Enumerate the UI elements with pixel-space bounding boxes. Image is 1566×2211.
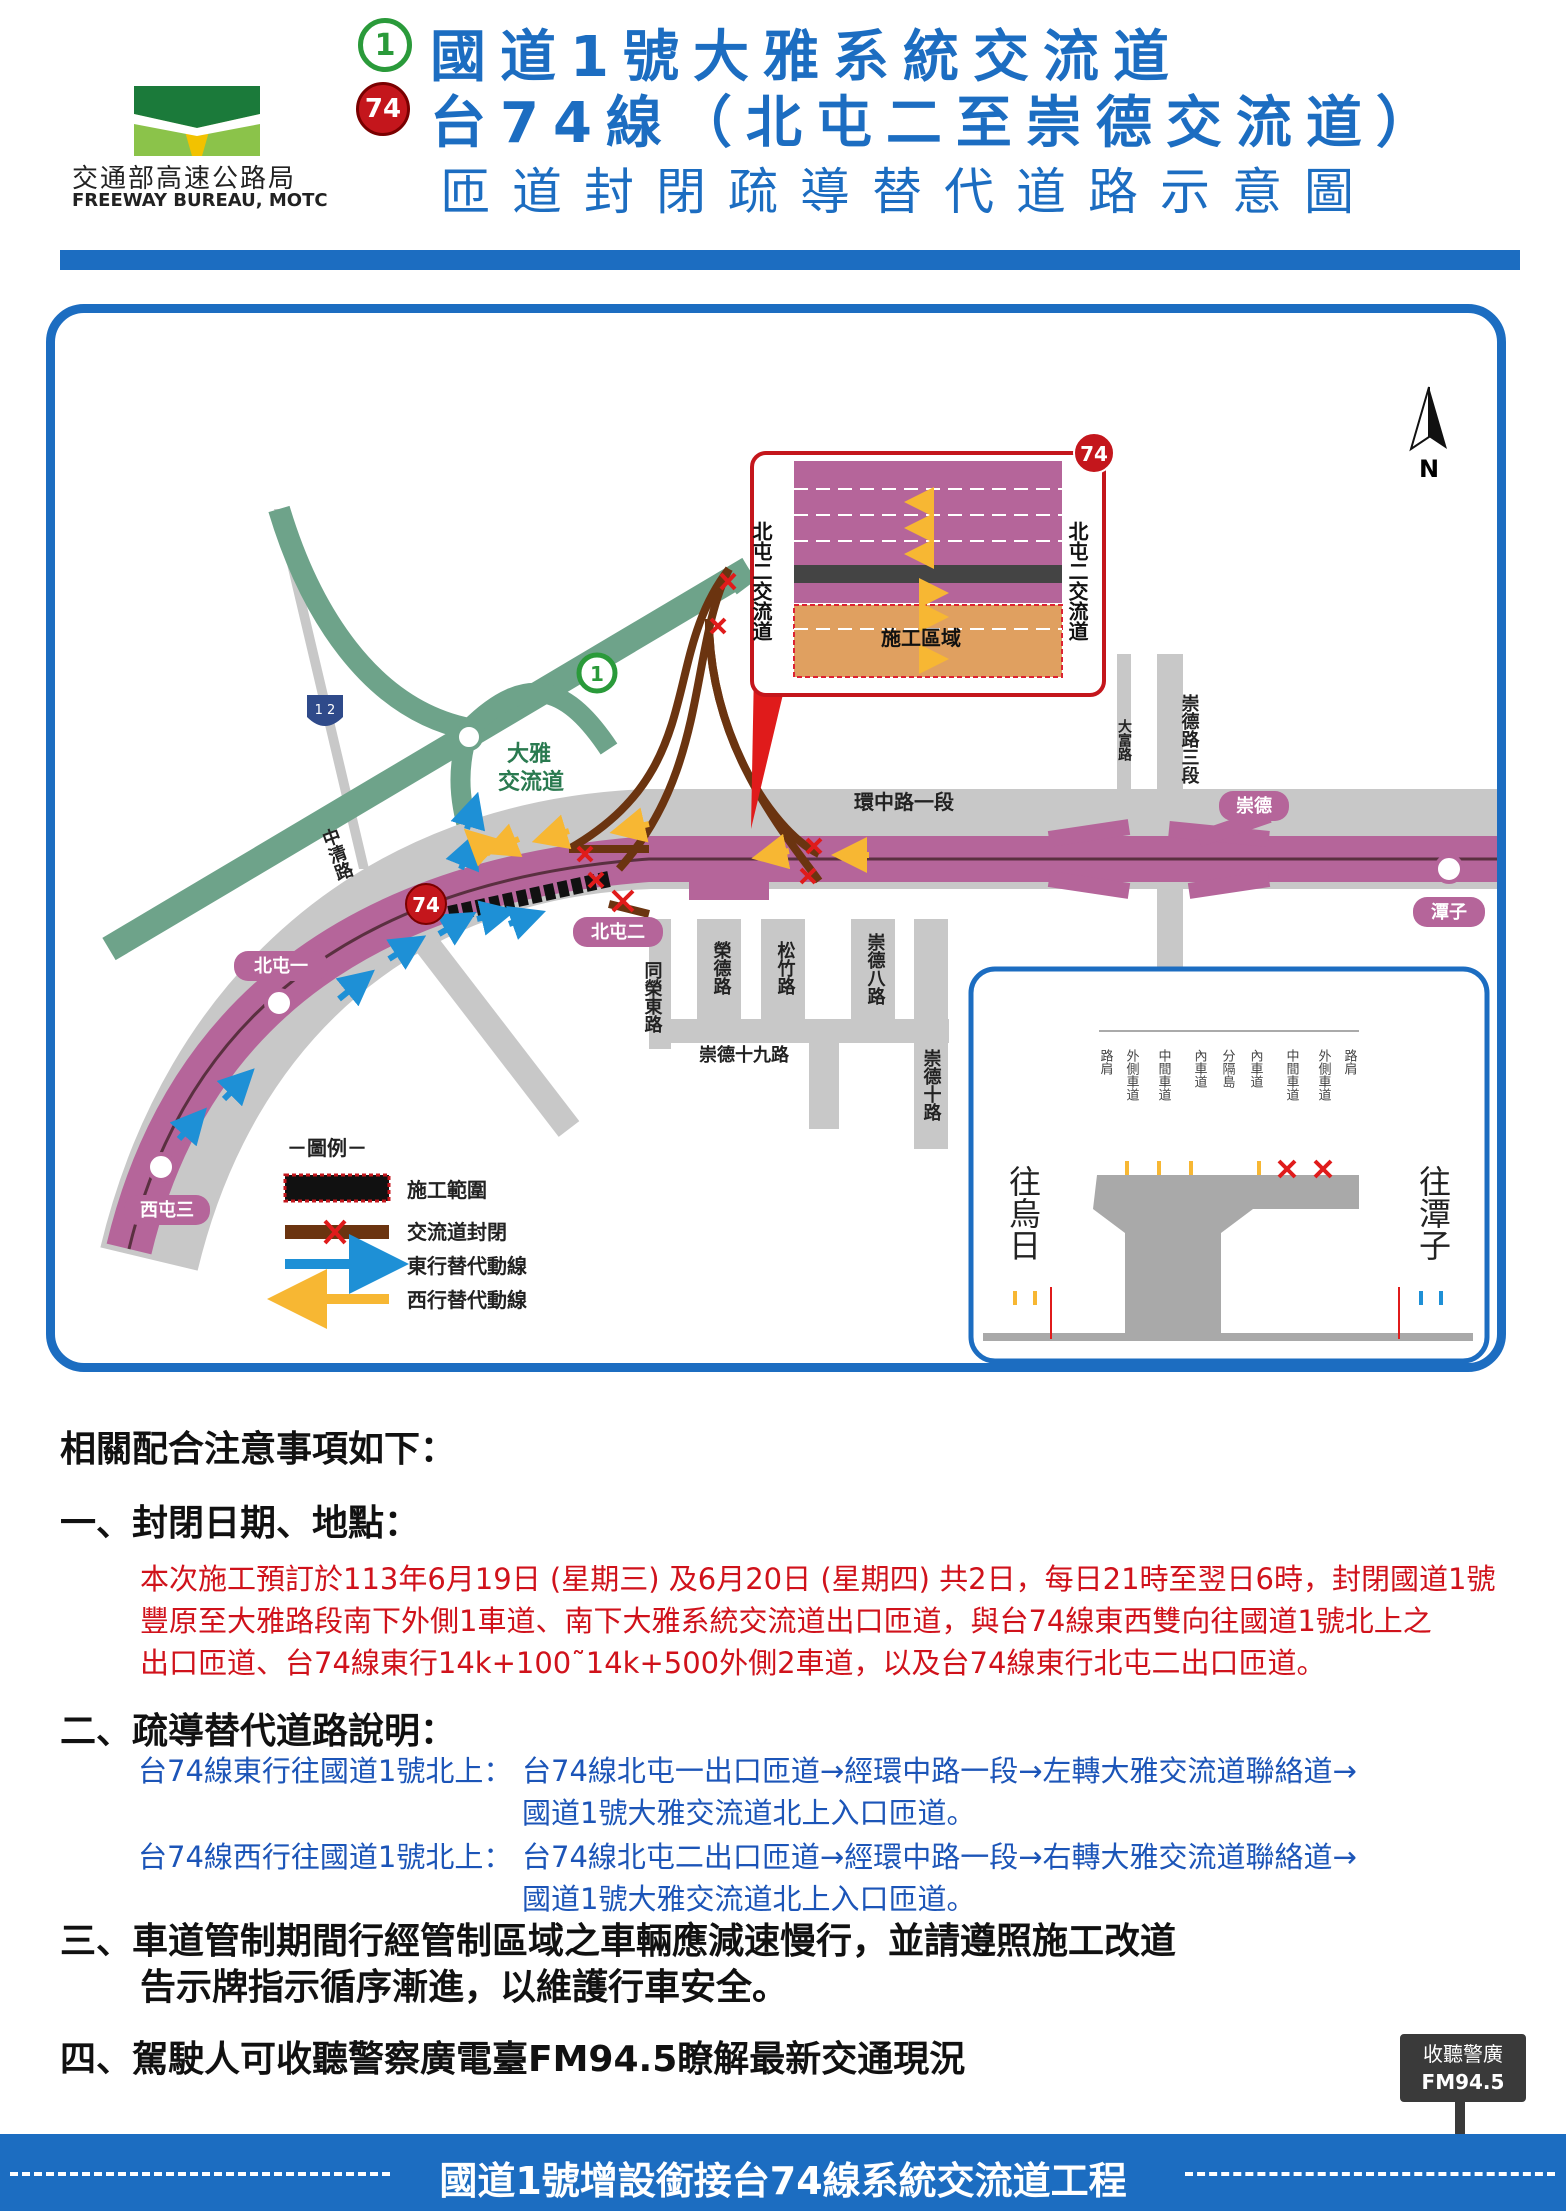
north-label: N (1419, 455, 1439, 483)
radio-sign-line-2: FM94.5 (1421, 2070, 1505, 2094)
road-map: 74 施工區域 北屯二交流道 北屯二交流道 N 1 1 2 74 大雅 交流道 … (100, 386, 1497, 1363)
section-2-title: 二、疏導替代道路說明： (60, 1711, 457, 1752)
chongde8-road-label: 崇德八路 (865, 932, 886, 1006)
route-east-label: 台74線東行往國道1號北上： (138, 1754, 513, 1788)
radio-sign-line-1: 收聽警廣 (1423, 2042, 1503, 2066)
section-4: 四、駕駛人可收聽警察廣電臺FM94.5瞭解最新交通現況 (60, 2039, 966, 2080)
tai74-shield-icon: 74 (356, 82, 410, 136)
radio-sign-post (1455, 2100, 1465, 2134)
huanzhong-road-label: 環中路一段 (854, 790, 954, 814)
xsec-lane-8: 外側車道 (1316, 1049, 1332, 1101)
beitun2-pill (573, 917, 663, 947)
dafu-road-label: 大富路 (1116, 718, 1132, 761)
chongde3-road-label: 崇德路三段 (1179, 693, 1200, 785)
police-radio-sign: 收聽警廣 FM94.5 (1400, 2034, 1526, 2102)
inset-left-label: 北屯二交流道 (749, 521, 773, 641)
inset-right-label: 北屯二交流道 (1065, 521, 1089, 641)
inset-tai74-shield-icon (1073, 432, 1115, 474)
header-divider-bar (60, 250, 1520, 270)
xitun3-node-icon (146, 1152, 176, 1182)
map-tai74-shield-icon (405, 883, 447, 925)
svg-text:－圖例－: －圖例－ (287, 1136, 367, 1160)
xsec-lane-5: 分隔島 (1220, 1049, 1236, 1088)
svg-text:1 2: 1 2 (315, 703, 336, 718)
route-east-line-2: 國道1號大雅交流道北上入口匝道。 (522, 1796, 976, 1830)
daya-interchange-label: 大雅 (507, 741, 551, 767)
svg-text:北屯一: 北屯一 (254, 955, 308, 977)
to-tanzi-label: 往潭子 (1414, 1165, 1452, 1261)
footer-dash-right (1185, 2172, 1555, 2176)
freeway-12-shield-icon (307, 695, 343, 726)
zhongqing-road-label: 中清路 (317, 824, 356, 884)
title-line-2: 台74線（北屯二至崇德交流道） (430, 91, 1446, 156)
freeway-bureau-logo-icon (134, 86, 260, 156)
title-line-3: 匝道封閉疏導替代道路示意圖 (440, 163, 1376, 221)
section-1-line-1: 本次施工預訂於113年6月19日 (星期三) 及6月20日 (星期四) 共2日，… (140, 1562, 1496, 1596)
xsec-lane-7: 中間車道 (1284, 1049, 1300, 1101)
project-name: 國道1號增設銜接台74線系統交流道工程 (439, 2159, 1127, 2203)
chongde10-road-label: 崇德十路 (921, 1048, 942, 1122)
route-west-label: 台74線西行往國道1號北上： (138, 1840, 513, 1874)
xsec-lane-9: 路肩 (1342, 1048, 1358, 1075)
north-arrow-icon (1409, 386, 1430, 452)
inset-callout-pointer (751, 669, 789, 829)
to-wuri-label: 往烏日 (1004, 1165, 1042, 1261)
xitun3-pill (124, 1195, 210, 1225)
xsec-lane-3: 中間車道 (1156, 1049, 1172, 1101)
svg-text:東行替代動線: 東行替代動線 (407, 1254, 527, 1278)
section-3-line-2: 告示牌指示循序漸進，以維護行車安全。 (140, 1967, 789, 2008)
zhongqing-road (274, 509, 369, 869)
route-west-line-2: 國道1號大雅交流道北上入口匝道。 (522, 1882, 976, 1916)
section-1-line-2: 豐原至大雅路段南下外側1車道、南下大雅系統交流道出口匝道，與台74線東西雙向往國… (140, 1604, 1432, 1638)
chongde19-road-label: 崇德十九路 (699, 1044, 790, 1066)
svg-text:西行替代動線: 西行替代動線 (407, 1288, 527, 1312)
songzhu-road-label: 松竹路 (775, 940, 797, 996)
westbound-detour-arrows (463, 807, 869, 873)
section-1-line-3: 出口匝道、台74線東行14k+100˜14k+500外側2車道，以及台74線東行… (140, 1646, 1326, 1680)
section-3-line-1: 三、車道管制期間行經管制區域之車輛應減速慢行，並請遵照施工改道 (60, 1921, 1177, 1962)
svg-text:潭子: 潭子 (1431, 902, 1467, 923)
svg-text:北屯二: 北屯二 (591, 921, 645, 943)
xsec-lane-2: 外側車道 (1124, 1049, 1140, 1101)
chongde-pill (1219, 791, 1289, 821)
xsec-lane-4: 內車道 (1192, 1049, 1208, 1088)
agency-name-en: FREEWAY BUREAU, MOTC (72, 190, 328, 211)
beitun2-inset (750, 451, 1106, 697)
rongde-road-label: 榮德路 (711, 940, 732, 996)
svg-text:74: 74 (412, 893, 440, 917)
beitun1-pill (234, 951, 328, 981)
xsec-lane-6: 內車道 (1248, 1049, 1264, 1088)
title-line-1: 國道1號大雅系統交流道 (430, 25, 1183, 90)
chongde-ramps-2 (1047, 871, 1271, 899)
map-freeway-1-shield-icon (576, 652, 618, 694)
tanzi-node-icon (1434, 854, 1464, 884)
footer-dash-left (10, 2172, 390, 2176)
svg-text:1: 1 (590, 662, 604, 686)
svg-text:施工範圍: 施工範圍 (407, 1178, 487, 1202)
beitun1-node-icon (264, 988, 294, 1018)
tongrong-road-label: 同榮東路 (642, 961, 663, 1034)
map-panel: 74 施工區域 北屯二交流道 北屯二交流道 N 1 1 2 74 大雅 交流道 … (46, 304, 1506, 1372)
cross-section-inset (968, 966, 1490, 1363)
freeway-1-shield-icon: 1 (358, 18, 412, 72)
route-west-line-1: 台74線北屯二出口匝道→經環中路一段→右轉大雅交流道聯絡道→ (522, 1840, 1357, 1874)
xsec-lane-1: 路肩 (1098, 1048, 1114, 1075)
route-east-line-1: 台74線北屯一出口匝道→經環中路一段→左轉大雅交流道聯絡道→ (522, 1754, 1357, 1788)
dayashi-junction-node (455, 723, 483, 751)
svg-text:交流道封閉: 交流道封閉 (407, 1220, 507, 1244)
svg-text:西屯三: 西屯三 (140, 1199, 194, 1221)
closure-x-icon (576, 572, 823, 913)
section-1-title: 一、封閉日期、地點： (60, 1503, 421, 1544)
tanzi-pill (1413, 897, 1485, 927)
notes-intro: 相關配合注意事項如下： (60, 1429, 457, 1470)
map-legend: －圖例－ 施工範圍 交流道封閉 東行替代動線 西行替代動線 (267, 1136, 527, 1329)
agency-name-cn: 交通部高速公路局 (72, 164, 297, 194)
work-zone-label: 施工區域 (881, 626, 961, 650)
svg-text:崇德: 崇德 (1236, 795, 1272, 817)
daya-interchange-label-2: 交流道 (498, 769, 564, 795)
local-roads (649, 654, 1183, 1149)
inset-tai74-number: 74 (1080, 442, 1108, 466)
